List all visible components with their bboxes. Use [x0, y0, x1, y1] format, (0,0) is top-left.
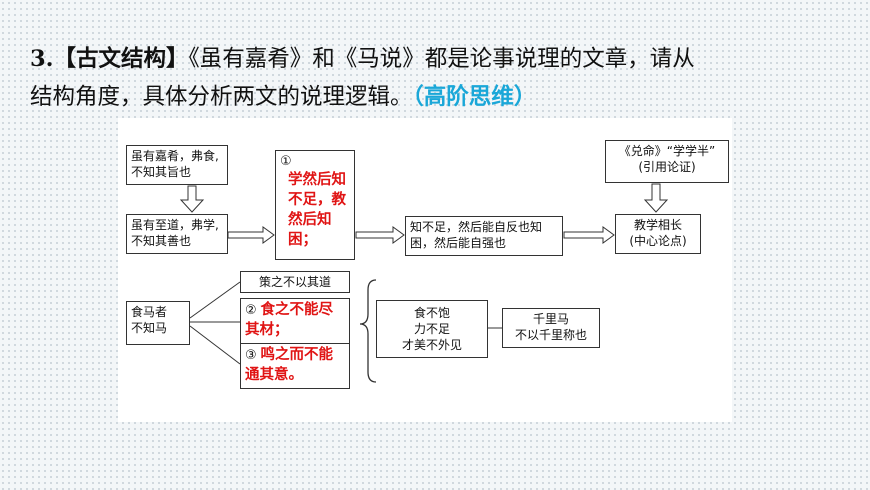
- box-result: 食不饱 力不足 才美不外见: [376, 300, 488, 358]
- answer-3-text: 鸣之而不能通其意。: [245, 347, 333, 383]
- right-arrow-1: [227, 226, 275, 244]
- box-duiming-quote: 《兑命》“学学半” (引用论证): [605, 140, 729, 183]
- branch-box-1: 策之不以其道: [240, 271, 350, 293]
- answer-1-text: 学然后知不足，教然后知困；: [288, 172, 346, 248]
- question-tag: 【古文结构】: [53, 46, 189, 72]
- question-line-2: 结构角度，具体分析两文的说理逻辑。: [30, 84, 413, 110]
- conclusion-line-2: 不以千里称也: [514, 328, 587, 342]
- right-arrow-2: [355, 226, 405, 244]
- question-line-1: 《虽有嘉肴》和《马说》都是论事说理的文章，请从: [188, 46, 695, 72]
- root-line-1: 食马者: [131, 305, 168, 319]
- answer-box-3: ③ 鸣之而不能通其意。: [240, 343, 350, 389]
- box-jiayao: 虽有嘉肴，弗食,不知其旨也: [126, 145, 228, 185]
- box-central-thesis: 教学相长 (中心论点): [615, 214, 701, 254]
- down-arrow-right: [643, 183, 669, 213]
- answer-1-number: ①: [280, 154, 292, 169]
- fan-line-1: [189, 281, 241, 319]
- center-line-2: (中心论点): [629, 234, 687, 248]
- box-zifan-ziqiang: 知不足，然后能自反也知困，然后能自强也: [405, 216, 563, 256]
- quote-line-1: 《兑命》“学学半”: [618, 144, 716, 158]
- right-arrow-3: [563, 226, 615, 244]
- diagram-connectors: [179, 183, 669, 383]
- root-line-2: 不知马: [131, 321, 168, 335]
- result-line-2: 力不足: [413, 322, 450, 336]
- answer-2-number: ②: [245, 303, 257, 318]
- box-conclusion: 千里马 不以千里称也: [502, 308, 600, 348]
- answer-box-1: ① 学然后知不足，教然后知困；: [275, 150, 355, 260]
- question-number: 3.: [30, 46, 54, 72]
- structure-diagram: 虽有嘉肴，弗食,不知其旨也 虽有至道，弗学,不知其善也 ① 学然后知不足，教然后…: [118, 118, 732, 422]
- fan-line-3: [189, 325, 241, 365]
- answer-box-2: ② 食之不能尽其材；: [240, 298, 350, 344]
- down-arrow-left: [179, 185, 205, 213]
- answer-2-text: 食之不能尽其材；: [245, 302, 333, 338]
- quote-line-2: (引用论证): [638, 160, 696, 174]
- answer-3-number: ③: [245, 348, 257, 363]
- conclusion-line-1: 千里马: [532, 312, 569, 326]
- center-line-1: 教学相长: [633, 218, 682, 232]
- result-line-3: 才美不外见: [401, 338, 462, 352]
- result-line-1: 食不饱: [413, 306, 450, 320]
- box-root-horse-feeder: 食马者 不知马: [126, 301, 190, 345]
- question-text: 3.【古文结构】《虽有嘉肴》和《马说》都是论事说理的文章，请从 结构角度，具体分…: [30, 40, 830, 116]
- brace: [359, 279, 377, 383]
- question-hint: （高阶思维）: [412, 84, 537, 110]
- box-zhidao: 虽有至道，弗学,不知其善也: [126, 214, 228, 254]
